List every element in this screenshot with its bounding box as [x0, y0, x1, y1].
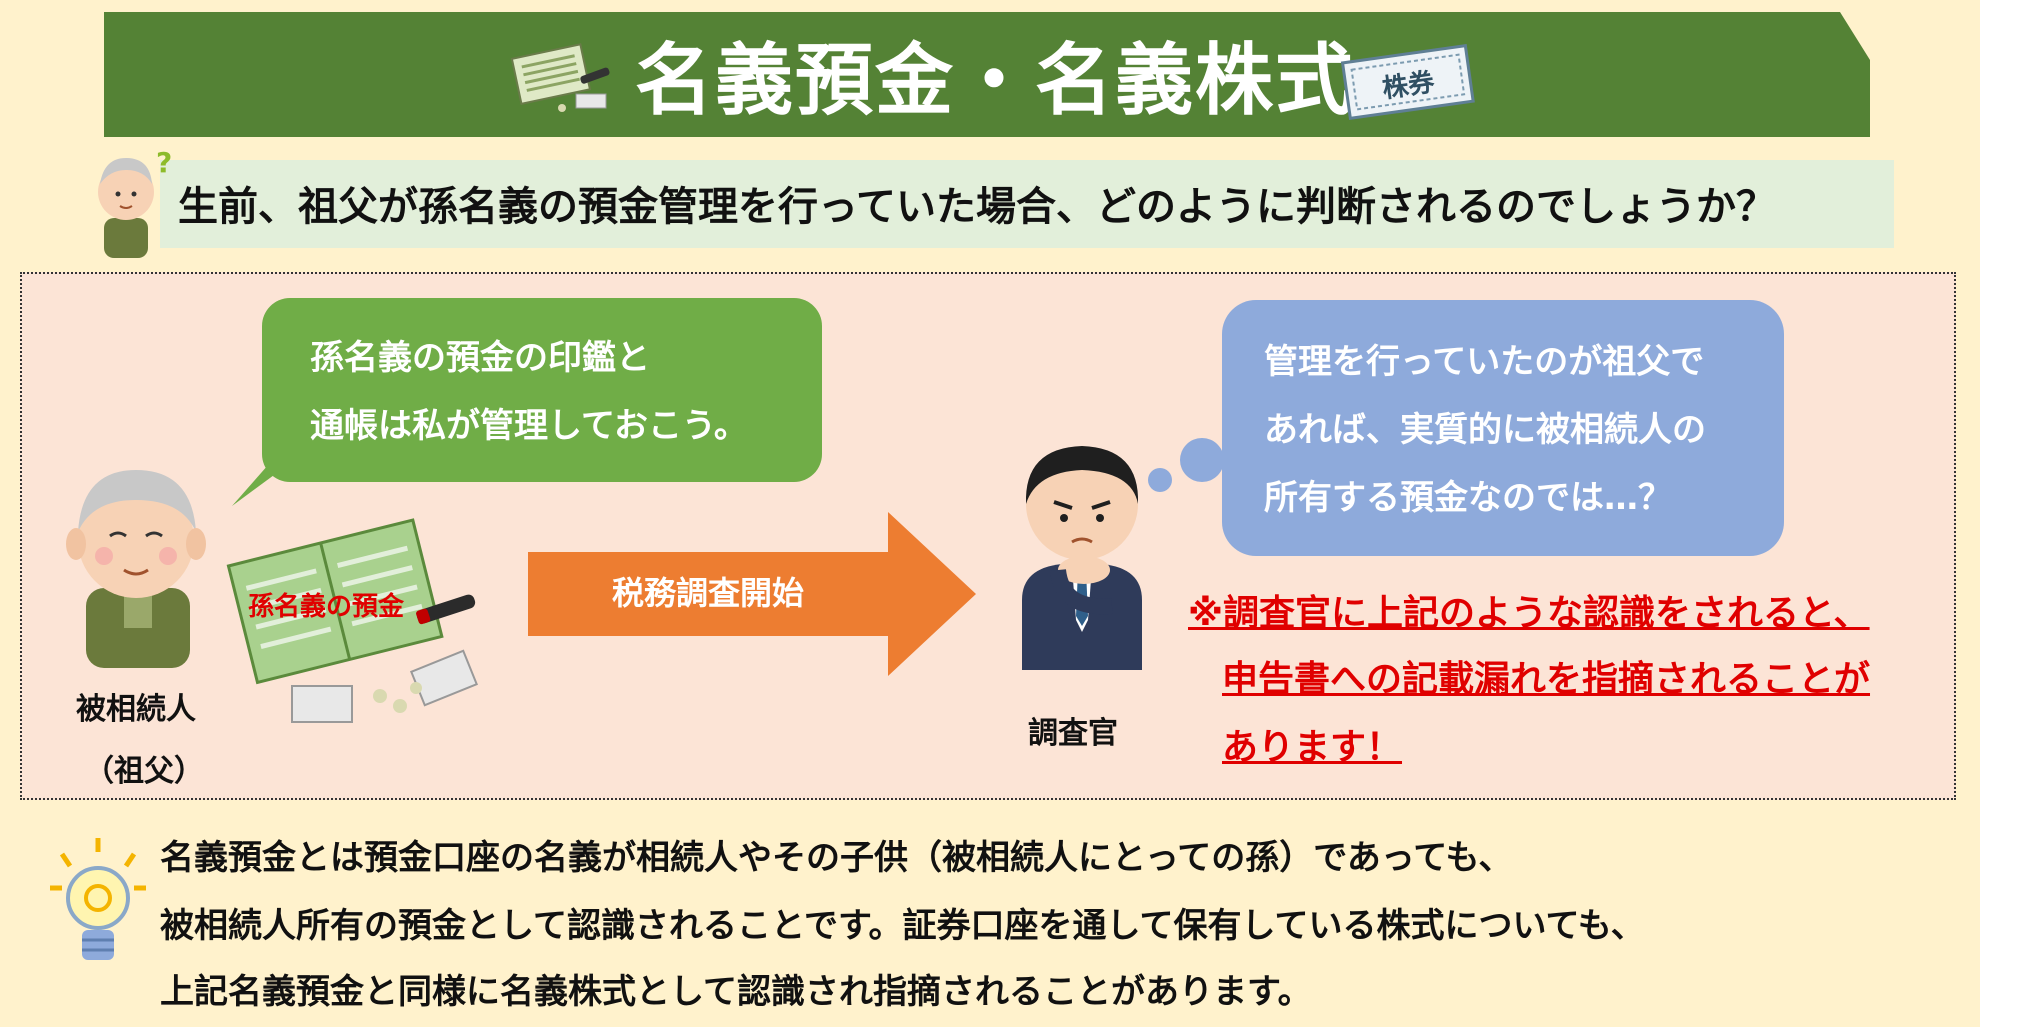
page-title: 名義預金・名義株式 — [635, 36, 1356, 126]
tax-audit-arrow — [528, 512, 976, 676]
grandfather-label: 被相続人 — [76, 692, 196, 727]
title-bar — [104, 12, 1870, 137]
page: 名義預金・名義株式 株券 生前、祖父が孫名義の預金管理を行っていた場合、どのよう… — [0, 0, 1980, 1027]
inspector-thought-line-2: あれば、実質的に被相続人の — [1264, 410, 1706, 450]
stock-certificate-icon: 株券 — [1340, 44, 1475, 121]
note-line-3: 上記名義預金と同様に名義株式として認識され指摘されることがあります。 — [160, 972, 1312, 1012]
inspector-thought-bubble: 管理を行っていたのが祖父で あれば、実質的に被相続人の 所有する預金なのでは…？ — [1222, 300, 1784, 556]
passbook-label: 孫名義の預金 — [248, 592, 405, 622]
inspector-label: 調査官 — [1028, 716, 1118, 751]
svg-text:?: ? — [156, 146, 172, 179]
warning-line-1: ※調査官に上記のような認識をされると、 — [1188, 593, 1870, 634]
note-line-2: 被相続人所有の預金として認識されることです。証券口座を通して保有している株式につ… — [160, 906, 1645, 946]
grandfather-icon — [66, 470, 206, 668]
grandfather-relation-label: （祖父） — [84, 754, 204, 789]
grandfather-speech-bubble: 孫名義の預金の印鑑と 通帳は私が管理しておこう。 — [262, 298, 822, 482]
inspector-icon — [1022, 446, 1142, 670]
passbook-seal-illustration — [226, 518, 479, 723]
grandfather-speech-line-1: 孫名義の預金の印鑑と — [310, 338, 650, 378]
thinking-grandfather-icon: ? — [98, 146, 172, 258]
inspector-thought-line-1: 管理を行っていたのが祖父で — [1264, 342, 1705, 382]
warning-line-3: あります！ — [1222, 727, 1403, 768]
question-text: 生前、祖父が孫名義の預金管理を行っていた場合、どのように判断されるのでしょうか？ — [178, 184, 1776, 230]
passbook-icon — [510, 43, 610, 112]
question-bar: 生前、祖父が孫名義の預金管理を行っていた場合、どのように判断されるのでしょうか？ — [160, 160, 1894, 248]
stock-certificate-label: 株券 — [1381, 67, 1438, 104]
warning-line-2: 申告書への記載漏れを指摘されることが — [1222, 659, 1871, 700]
note-line-1: 名義預金とは預金口座の名義が相続人やその子供（被相続人にとっての孫）であっても、 — [160, 838, 1513, 878]
lightbulb-icon — [50, 838, 146, 960]
grandfather-speech-line-2: 通帳は私が管理しておこう。 — [310, 406, 748, 446]
tax-audit-label: 税務調査開始 — [612, 574, 805, 612]
thought-dots — [1148, 438, 1224, 492]
inspector-thought-line-3: 所有する預金なのでは…？ — [1264, 478, 1672, 518]
